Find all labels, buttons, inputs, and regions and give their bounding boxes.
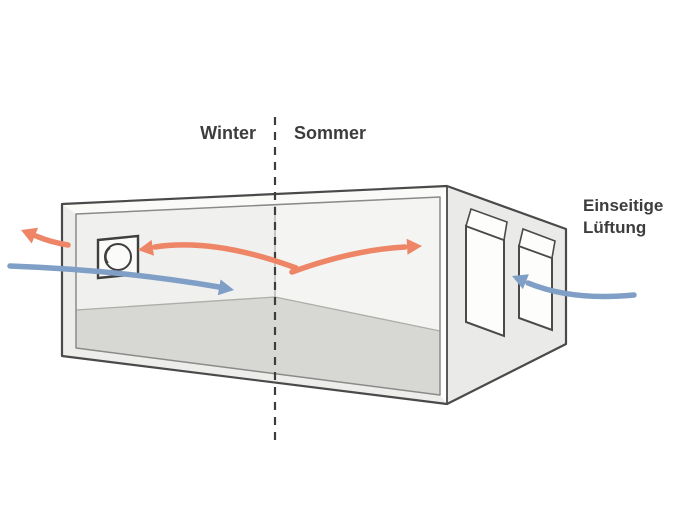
annotation-line-2: Lüftung bbox=[583, 218, 646, 237]
cold-supply-arrow-right-icon bbox=[512, 274, 637, 300]
annotation-line-1: Einseitige bbox=[583, 196, 663, 215]
tilted-window-icon bbox=[465, 207, 508, 338]
fan-unit-icon bbox=[96, 234, 140, 280]
cold-supply-left-head bbox=[217, 279, 234, 296]
tilted-window-icon bbox=[518, 227, 556, 332]
window-frame bbox=[465, 224, 505, 338]
warm-summer-shaft bbox=[289, 244, 408, 275]
left-wall-thickness bbox=[62, 204, 76, 356]
warm-exhaust-arrow-icon bbox=[21, 227, 71, 248]
cold-supply-left-shaft bbox=[7, 263, 222, 290]
front-wall-thickness bbox=[62, 348, 447, 404]
opening-inner-frame bbox=[75, 196, 441, 396]
warm-exhaust-head bbox=[21, 227, 39, 244]
fan-blade bbox=[104, 247, 111, 264]
window-open-pane bbox=[465, 207, 508, 242]
roof-edge-band bbox=[62, 186, 447, 214]
label-einseitige-lueftung: Einseitige Lüftung bbox=[583, 196, 663, 237]
window-open-pane bbox=[518, 227, 556, 260]
cold-supply-right-shaft bbox=[525, 280, 637, 300]
interior-back-right-wall bbox=[275, 197, 440, 331]
label-sommer: Sommer bbox=[294, 123, 366, 143]
warm-return-arrow-winter-icon bbox=[138, 239, 299, 271]
cold-supply-right-head bbox=[512, 274, 529, 290]
interior-floor bbox=[76, 297, 440, 395]
warm-summer-head bbox=[406, 238, 422, 255]
label-winter: Winter bbox=[200, 123, 256, 143]
warm-exhaust-shaft bbox=[33, 233, 71, 248]
cold-supply-arrow-left-icon bbox=[7, 263, 234, 296]
warm-return-head bbox=[138, 239, 154, 256]
warm-exhaust-arrow-summer-icon bbox=[289, 238, 422, 275]
warm-return-shaft bbox=[152, 242, 299, 271]
